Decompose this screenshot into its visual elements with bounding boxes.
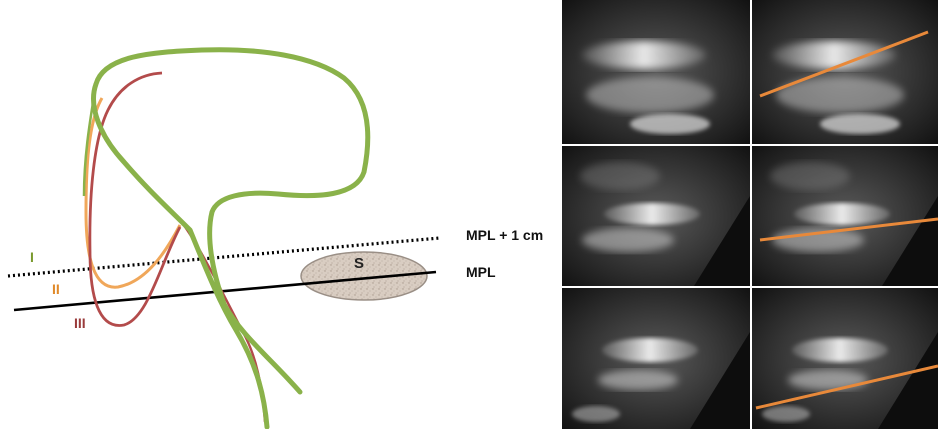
image-tile-r3-c2 — [752, 288, 938, 429]
contour-label-i: I — [30, 249, 34, 265]
grid-separator-horizontal-2 — [562, 286, 938, 288]
anatomical-diagram: S MPL + 1 cm MPL I II III — [8, 50, 543, 427]
contour-i-green — [94, 50, 368, 427]
mpl-label: MPL — [466, 264, 496, 280]
image-tile-r3-c1 — [562, 288, 750, 429]
contour-label-ii: II — [52, 281, 60, 297]
image-tile-r1-c1 — [562, 0, 750, 144]
contour-iii-red — [90, 73, 180, 325]
grid-separator-horizontal-1 — [562, 144, 938, 146]
grid-separator-vertical — [750, 0, 752, 429]
s-label: S — [354, 255, 364, 272]
image-tile-r2-c2 — [752, 146, 938, 286]
contour-label-iii: III — [74, 315, 86, 331]
image-grid — [562, 0, 938, 429]
image-tile-r2-c1 — [562, 146, 750, 286]
mpl-plus-1cm-label: MPL + 1 cm — [466, 227, 543, 243]
image-tile-r1-c2 — [752, 0, 938, 144]
